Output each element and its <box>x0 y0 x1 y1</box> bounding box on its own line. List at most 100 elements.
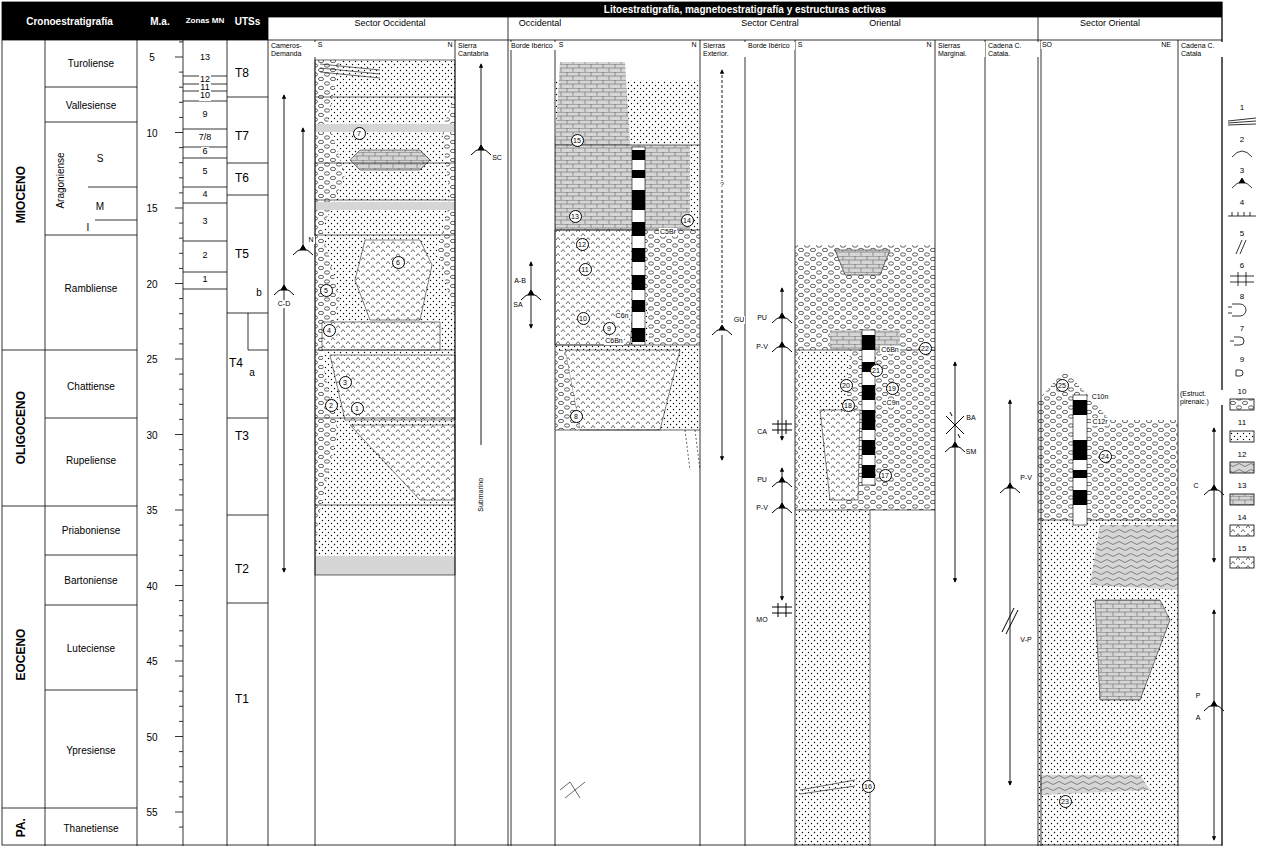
stage-label: a <box>248 367 256 378</box>
panel-occidental <box>320 64 380 78</box>
stage-label: Chattiense <box>66 381 116 392</box>
legend-symbol <box>1228 212 1256 216</box>
structure-symbol <box>528 290 534 295</box>
uts-label: T5 <box>234 248 250 261</box>
structure-line <box>1214 428 1215 562</box>
panel-oriental <box>1073 395 1087 525</box>
panel-occidental <box>315 60 345 575</box>
structure-symbol <box>952 442 958 447</box>
callout-number: 21 <box>870 364 883 377</box>
structure-symbol <box>1211 485 1217 490</box>
grid-line <box>45 87 137 690</box>
structure-line <box>481 64 482 445</box>
callout-number: 22 <box>919 342 932 355</box>
structure-label: C-D <box>277 300 291 308</box>
panel-oriental <box>1038 520 1178 846</box>
structure-label: V-P <box>1019 636 1032 644</box>
panel-occidental <box>350 150 430 170</box>
sector-header: Oriental <box>868 19 902 29</box>
callout-number: 8 <box>570 410 583 423</box>
callout-number: 20 <box>840 379 853 392</box>
legend-symbol <box>1232 151 1252 157</box>
uts-label: T3 <box>234 430 250 443</box>
legend-symbol <box>1239 178 1245 183</box>
panel-central-occidental <box>640 230 700 345</box>
mn-zone: 1 <box>201 275 208 285</box>
structure-label: MO <box>755 616 768 624</box>
panel-occidental <box>355 240 432 320</box>
header-text: M.a. <box>150 16 169 27</box>
legend-number: 15 <box>1237 545 1248 554</box>
legend-symbol <box>1228 304 1246 316</box>
structure-symbol <box>300 245 306 250</box>
callout-number: 16 <box>862 780 875 793</box>
callout-number: 18 <box>842 399 855 412</box>
orientation-letter: S <box>558 41 565 49</box>
orientation-letter: NE <box>1160 41 1172 49</box>
legend-symbol <box>1230 272 1254 286</box>
uts-label: T8 <box>234 67 250 80</box>
panel-oriental <box>1073 400 1087 505</box>
structure-label: Submarino <box>477 477 485 513</box>
epoch-label: MIOCENO <box>15 165 28 224</box>
grid-line <box>88 187 137 220</box>
sector-header: Sector Oriental <box>1079 19 1141 29</box>
mn-zone: 5 <box>201 167 208 177</box>
grid-line <box>315 2 1222 846</box>
column-header: Borde Ibérico <box>747 42 795 50</box>
column-header: Cameros-Demanda <box>270 42 316 57</box>
magnetochron-label: C12r <box>1091 418 1108 426</box>
callout-number: 11 <box>579 263 592 276</box>
legend-symbol <box>1230 525 1254 536</box>
epoch-label: EOCENO <box>15 628 28 682</box>
age-number: 50 <box>145 732 158 743</box>
age-number: 20 <box>145 279 158 290</box>
panel-occidental <box>322 322 440 350</box>
legend-number: 14 <box>1237 514 1248 523</box>
mn-zone: 9 <box>201 110 208 120</box>
panel-central-occidental <box>555 145 690 230</box>
callout-number: 24 <box>1099 450 1112 463</box>
age-number: 5 <box>148 52 156 63</box>
structure-label: CA <box>756 428 768 436</box>
age-number: 45 <box>145 656 158 667</box>
column-header: Sierras Marginal. <box>937 42 985 57</box>
structure-symbol <box>281 285 287 290</box>
panel-central-oriental <box>862 335 875 478</box>
stage-label: Thanetiense <box>62 823 119 834</box>
structure-line <box>722 70 723 325</box>
callout-number: 10 <box>577 312 590 325</box>
legend-symbol <box>1230 399 1254 410</box>
legend-number: 4 <box>1239 199 1245 208</box>
structure-line <box>955 362 956 582</box>
callout-number: 15 <box>571 134 584 147</box>
callout-number: 13 <box>569 210 582 223</box>
mn-zone: 7/8 <box>198 133 213 143</box>
callout-number: 23 <box>1059 795 1072 808</box>
legend-number: 3 <box>1239 167 1245 176</box>
panel-oriental <box>1038 370 1178 520</box>
age-tick <box>175 42 183 827</box>
column-header: Sierra Cantabria <box>457 42 507 57</box>
callout-number: 19 <box>886 382 899 395</box>
magnetochron-label: C9n <box>886 399 901 407</box>
structure-symbol <box>274 145 1224 711</box>
panel-central-occidental <box>565 350 680 430</box>
orientation-letter: S <box>797 41 804 49</box>
legend-number: 12 <box>1237 451 1248 460</box>
legend-symbol <box>1230 337 1244 345</box>
panel-central-oriental <box>795 245 935 846</box>
stage-label: Luteciense <box>66 643 116 654</box>
header-cell: M.a. <box>137 2 183 40</box>
legend-number: 8 <box>1239 293 1245 302</box>
mn-zone: 3 <box>201 217 208 227</box>
stage-label: S <box>96 153 105 164</box>
stage-label: Aragoniense <box>55 151 66 209</box>
uts-label: T7 <box>234 130 250 143</box>
legend-number: 6 <box>1239 262 1245 271</box>
legend-symbol <box>1236 370 1243 376</box>
header-text: Litoestratigrafía, magnetoestratigrafía … <box>604 4 886 15</box>
panel-central-occidental <box>555 62 700 798</box>
panel-oriental <box>1095 600 1170 700</box>
